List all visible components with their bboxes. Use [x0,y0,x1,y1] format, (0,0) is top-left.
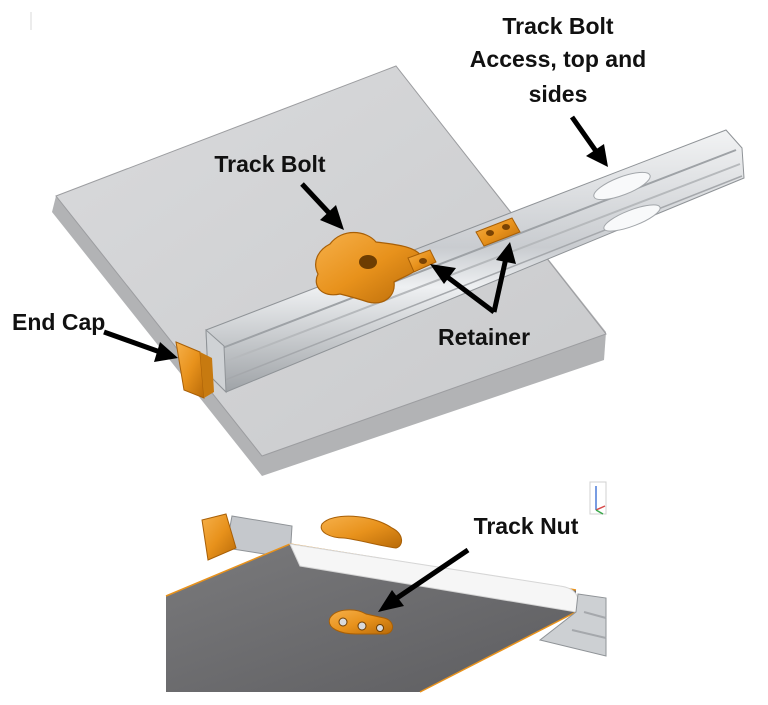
top-assembly-view: Track Bolt Access, top and sides Track B… [12,13,745,476]
label-track-bolt-access-line2: Access, top and [470,46,646,72]
orientation-triad-icon [589,481,607,515]
arrow-track-bolt [300,182,344,230]
arrow-track-nut [378,547,470,612]
label-track-bolt-access-line1: Track Bolt [502,13,614,39]
plate-edge-orange [419,611,577,693]
label-track-bolt-access-line3: sides [529,81,588,107]
track-nut-hole [357,621,367,631]
track-nut-hole [338,617,348,627]
rail-groove [571,629,607,639]
rail-groove [213,163,741,367]
track-bolt-hex-socket [359,255,377,269]
retainer-part [475,217,521,247]
end-cap-part [201,513,237,561]
track-nut-hole [376,624,384,632]
bolt-access-window [603,204,661,232]
rail-groove [211,149,737,353]
end-cap-face [200,352,214,398]
retainer-hole [502,224,510,230]
label-track-bolt: Track Bolt [214,151,326,177]
track-bolt-part [320,515,402,549]
arrow-retainer-right [491,242,516,313]
rail-segment [538,593,607,657]
retainer-hole [486,230,494,236]
arrow-retainer-left [430,264,496,314]
underside-view: Track Nut [165,481,607,693]
label-retainer: Retainer [438,324,530,350]
arrow-track-bolt-access [569,115,608,167]
rail-groove [583,611,607,619]
label-end-cap: End Cap [12,309,105,335]
bolt-access-window [593,171,651,201]
retainer-hole [419,258,427,264]
label-track-nut: Track Nut [474,513,579,539]
arrow-end-cap [103,329,178,362]
